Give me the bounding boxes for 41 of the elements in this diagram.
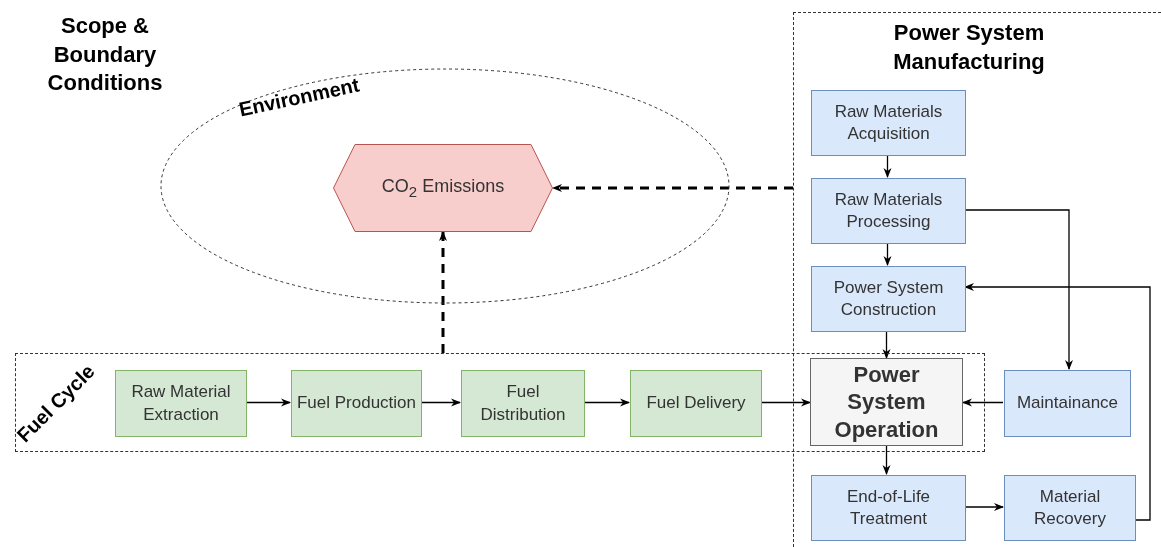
node-label: Material Recovery bbox=[1033, 485, 1107, 530]
node-label: Fuel Delivery bbox=[645, 392, 747, 415]
node-label: End-of-Life Treatment bbox=[845, 485, 932, 530]
arrow bbox=[245, 398, 291, 407]
dashed-ellipse bbox=[160, 68, 730, 304]
process-box bbox=[115, 370, 247, 437]
arrow bbox=[420, 398, 461, 407]
node-label: Power System Operation bbox=[833, 360, 940, 444]
node-label: Fuel Distribution bbox=[479, 381, 567, 426]
region-heading: Power System Manufacturing bbox=[892, 19, 1046, 76]
arrow bbox=[964, 283, 1151, 521]
process-box bbox=[630, 370, 762, 437]
arrow bbox=[583, 398, 630, 407]
dashed-arrow bbox=[439, 231, 447, 353]
node-label: Fuel Production bbox=[295, 392, 418, 415]
process-box bbox=[811, 178, 966, 244]
arrow bbox=[882, 445, 891, 475]
arrow bbox=[964, 209, 1073, 370]
node-label: Power System Construction bbox=[832, 276, 945, 321]
node-label: CO$_{2}$ Emissions bbox=[381, 174, 505, 202]
dashed-arrow bbox=[552, 184, 793, 192]
node-label: Raw Materials Processing bbox=[833, 188, 944, 233]
process-box bbox=[1004, 475, 1136, 541]
process-box bbox=[810, 358, 963, 446]
node-label: Maintainance bbox=[1015, 392, 1120, 415]
process-box bbox=[291, 370, 422, 437]
node-label: Raw Materials Acquisition bbox=[833, 100, 944, 145]
process-box bbox=[811, 90, 966, 156]
hexagon-node bbox=[333, 144, 553, 232]
process-box bbox=[1004, 370, 1131, 437]
arrow bbox=[964, 503, 1004, 511]
process-box bbox=[461, 370, 585, 437]
node-label: Raw Material Extraction bbox=[130, 381, 232, 426]
arrow bbox=[883, 154, 892, 178]
arrow bbox=[962, 398, 1004, 407]
process-box bbox=[811, 266, 966, 332]
diagram-title: Scope & Boundary Conditions bbox=[46, 12, 164, 98]
arrow bbox=[883, 242, 892, 266]
process-box bbox=[811, 475, 966, 541]
arrow bbox=[882, 330, 891, 359]
arrow bbox=[760, 398, 811, 407]
